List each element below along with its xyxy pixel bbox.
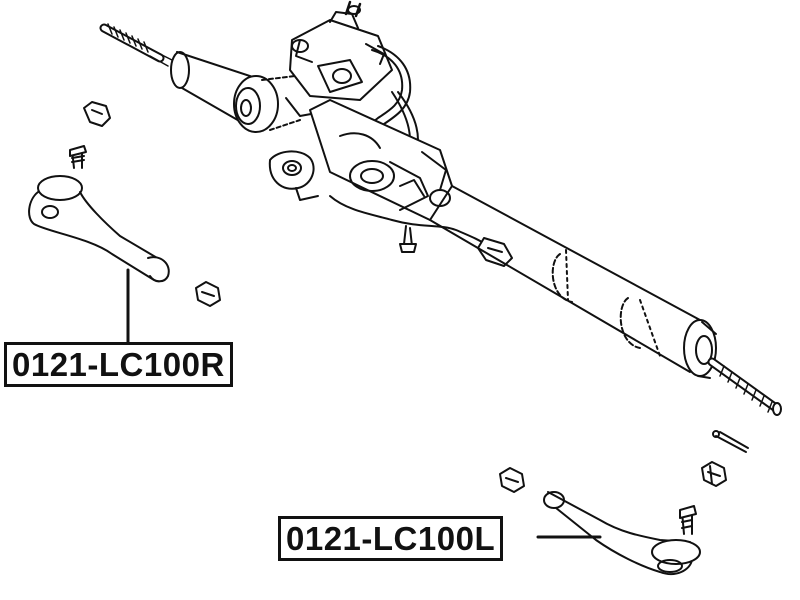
tie-rod-end-body-lower — [543, 491, 701, 576]
left-tie-rod-end — [499, 430, 749, 576]
castle-nut — [701, 461, 727, 487]
rack-left-threaded-end — [99, 23, 173, 67]
tie-rod-nut-bottom — [195, 281, 221, 307]
rack-right-housing — [683, 319, 717, 379]
part-number-label-right: 0121-LC100R — [4, 342, 233, 387]
cotter-pin — [712, 430, 749, 453]
ball-stud — [69, 145, 87, 169]
rack-left-housing — [170, 51, 301, 133]
rack-mount-bracket — [268, 150, 319, 201]
ball-stud-lower — [679, 505, 697, 535]
lock-nut — [499, 467, 525, 493]
steering-valve-body — [285, 0, 393, 117]
part-number-label-left: 0121-LC100L — [278, 516, 504, 561]
steering-rack-assembly — [99, 0, 782, 416]
rack-center-housing — [309, 99, 453, 221]
tie-rod-end-body — [28, 175, 170, 283]
rack-main-tube — [429, 185, 701, 373]
right-tie-rod-end — [28, 101, 221, 344]
rack-right-threaded-end — [707, 357, 782, 416]
tie-rod-nut-top — [83, 101, 111, 127]
